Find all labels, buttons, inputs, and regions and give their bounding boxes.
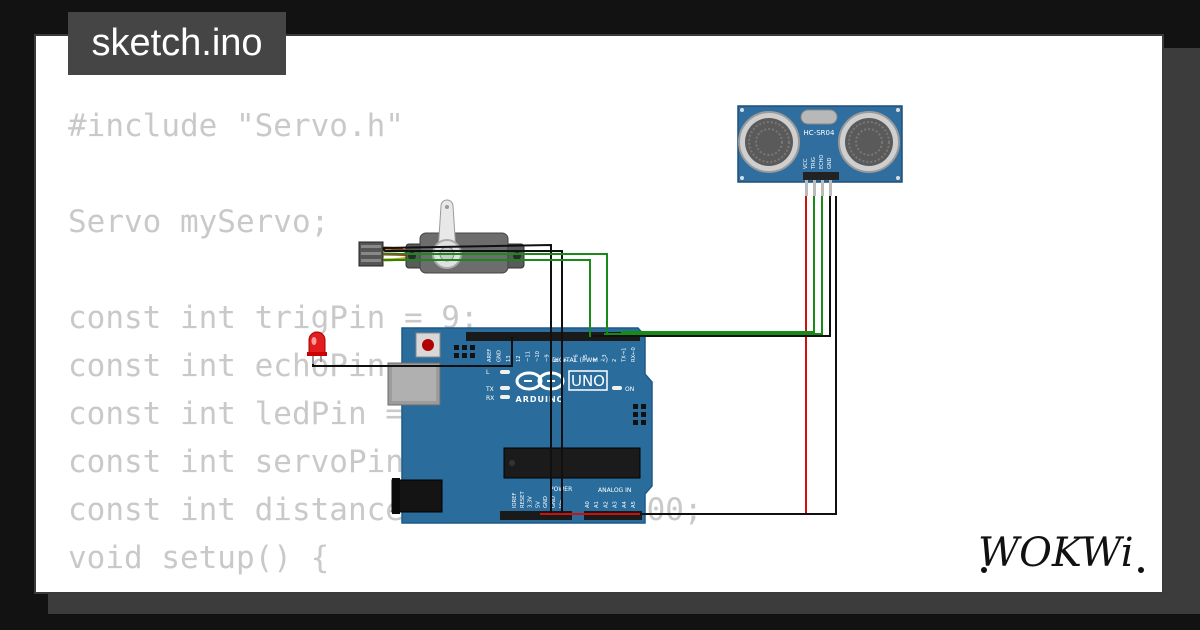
power-pin-label: IOREF bbox=[512, 493, 518, 508]
on-label: ON bbox=[625, 386, 634, 393]
analog-pin-label: A5 bbox=[631, 501, 637, 508]
digital-pin-label: ~5 bbox=[583, 354, 589, 362]
digital-pin-label: 4 bbox=[593, 358, 599, 362]
wire-servo-signal bbox=[383, 259, 591, 337]
ultrasonic-sensor-icon[interactable]: HC-SR04 VCC TRIG ECHO GND bbox=[737, 105, 903, 196]
analog-pin-label: A0 bbox=[585, 501, 591, 508]
digital-pin-label: RX←0 bbox=[631, 347, 637, 362]
power-pin-label: 5V bbox=[535, 501, 541, 508]
analog-label: ANALOG IN bbox=[598, 487, 631, 494]
digital-pin-label: GND bbox=[497, 350, 503, 362]
power-pin-label: GND bbox=[551, 496, 557, 508]
digital-pin-label: ~11 bbox=[525, 351, 531, 362]
power-pin-label: RESET bbox=[520, 491, 526, 508]
digital-pin-label: AREF bbox=[487, 349, 493, 362]
code-line: Servo myServo; bbox=[68, 204, 330, 240]
code-line: #include "Servo.h" bbox=[68, 108, 404, 144]
wire-sensor-gnd-2 bbox=[640, 196, 837, 515]
wokwi-logo[interactable]: WOKWi bbox=[978, 528, 1153, 578]
digital-pin-label: 8 bbox=[554, 359, 560, 362]
rx-label: RX bbox=[486, 395, 494, 402]
servo-icon[interactable] bbox=[358, 199, 525, 274]
digital-pin-label: ~10 bbox=[535, 351, 541, 362]
analog-pin-label: A3 bbox=[613, 501, 619, 508]
digital-pin-label: 2 bbox=[612, 359, 618, 362]
sensor-pin-label: VCC bbox=[803, 158, 809, 169]
tx-label: TX bbox=[485, 386, 494, 393]
wire-servo-signal-2 bbox=[383, 253, 608, 337]
wire-led-gnd bbox=[312, 337, 513, 367]
wire-sensor-echo bbox=[604, 196, 823, 335]
sensor-pin-label: GND bbox=[827, 157, 833, 169]
wire-servo-gnd bbox=[382, 243, 552, 515]
digital-pin-label: ~6 bbox=[573, 354, 579, 362]
wires bbox=[312, 196, 837, 515]
code-line: void setup() { bbox=[68, 540, 330, 576]
file-tab[interactable]: sketch.ino bbox=[68, 12, 286, 75]
digital-pin-label: 12 bbox=[516, 355, 522, 362]
analog-pin-label: A2 bbox=[603, 501, 609, 508]
wokwi-logo-text: WOKWi bbox=[978, 530, 1134, 576]
analog-pin-label: A1 bbox=[594, 501, 600, 508]
arduino-uno-board[interactable]: L TX RX ON DIGITAL (PWM ~) POWER ANALOG … bbox=[387, 327, 653, 524]
digital-pin-label: ~3 bbox=[602, 354, 608, 362]
sensor-pin-label: ECHO bbox=[819, 155, 825, 169]
digital-pin-label: 7 bbox=[564, 359, 570, 362]
project-canvas: #include "Servo.h" Servo myServo; const in… bbox=[34, 34, 1164, 594]
wire-sensor-gnd bbox=[593, 196, 831, 337]
analog-pin-label: A4 bbox=[622, 500, 628, 508]
brand-label: ARDUINO bbox=[516, 395, 565, 404]
digital-pin-label: 13 bbox=[506, 355, 512, 362]
power-pin-label: 3.3V bbox=[528, 496, 534, 508]
code-line: const int trigPin = 9; bbox=[68, 300, 479, 336]
led-l-label: L bbox=[486, 369, 490, 376]
wire-servo-gnd-2 bbox=[382, 247, 563, 515]
led-icon[interactable] bbox=[307, 331, 327, 364]
code-line: pinMode(trigPin, OUTPUT); bbox=[68, 582, 703, 592]
sensor-pin-label: TRIG bbox=[811, 157, 817, 170]
digital-label: DIGITAL (PWM ~) bbox=[552, 356, 608, 364]
sensor-model-label: HC-SR04 bbox=[804, 129, 835, 137]
board-name-label: UNO bbox=[571, 372, 605, 390]
digital-pin-label: TX→1 bbox=[621, 348, 627, 363]
digital-pin-label: ~9 bbox=[545, 354, 551, 362]
power-pin-label: GND bbox=[543, 496, 549, 508]
wire-sensor-trig bbox=[621, 196, 815, 333]
